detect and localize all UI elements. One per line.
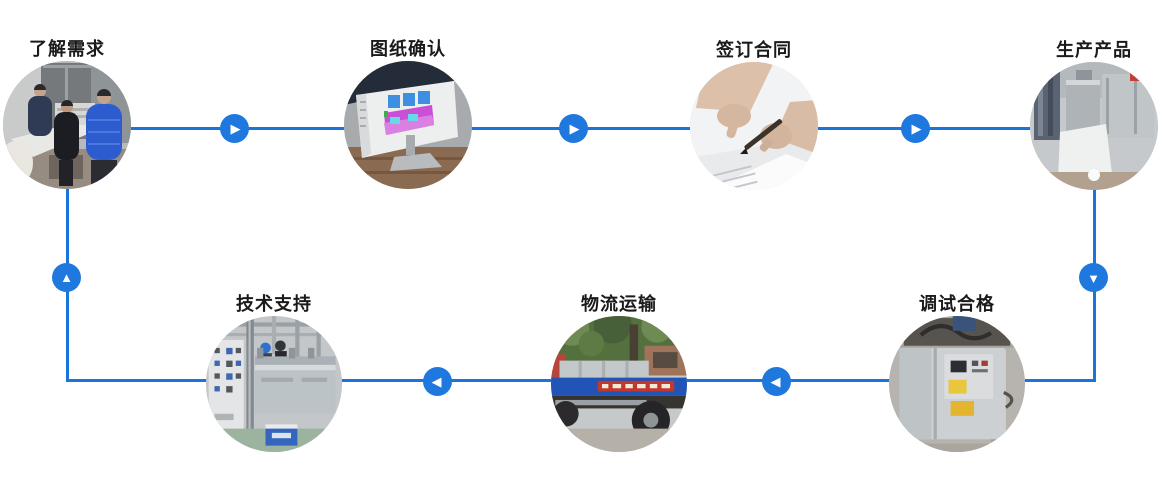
step-photo-understand-requirements [3, 61, 131, 189]
workshop-meeting-photo [3, 61, 131, 189]
step-photo-testing-qualified [889, 316, 1025, 452]
step-label-understand-requirements: 了解需求 [29, 39, 105, 59]
step-photo-produce-products [1030, 62, 1158, 190]
connector-line-left [66, 127, 69, 382]
arrow-right-icon: ▶ [220, 114, 249, 143]
delivery-truck-photo [551, 316, 687, 452]
arrow-left-icon: ◀ [423, 367, 452, 396]
arrow-right-glyph: ▶ [230, 121, 241, 136]
arrow-left-icon: ◀ [762, 367, 791, 396]
step-label-drawing-confirmation: 图纸确认 [370, 39, 446, 59]
arrow-left-glyph: ◀ [770, 374, 781, 389]
cad-monitor-photo [344, 61, 472, 189]
arrow-right-icon: ▶ [901, 114, 930, 143]
arrow-left-glyph: ◀ [431, 374, 442, 389]
arrow-right-icon: ▶ [559, 114, 588, 143]
arrow-down-glyph: ▼ [1087, 270, 1100, 286]
arrow-up-glyph: ▲ [60, 269, 73, 285]
step-label-testing-qualified: 调试合格 [919, 294, 995, 314]
production-floor-photo [1030, 62, 1158, 190]
technical-support-photo [206, 316, 342, 452]
arrow-right-glyph: ▶ [911, 121, 922, 136]
arrow-down-icon: ▼ [1079, 263, 1108, 292]
step-photo-drawing-confirmation [344, 61, 472, 189]
arrow-up-icon: ▲ [52, 263, 81, 292]
step-label-produce-products: 生产产品 [1056, 40, 1132, 60]
step-label-technical-support: 技术支持 [236, 294, 312, 314]
step-photo-technical-support [206, 316, 342, 452]
step-label-logistics-transport: 物流运输 [581, 294, 657, 314]
contract-signing-photo [690, 62, 818, 190]
machine-testing-photo [889, 316, 1025, 452]
step-photo-logistics-transport [551, 316, 687, 452]
step-photo-sign-contract [690, 62, 818, 190]
step-label-sign-contract: 签订合同 [716, 40, 792, 60]
connector-line-right [1093, 127, 1096, 382]
arrow-right-glyph: ▶ [569, 121, 580, 136]
